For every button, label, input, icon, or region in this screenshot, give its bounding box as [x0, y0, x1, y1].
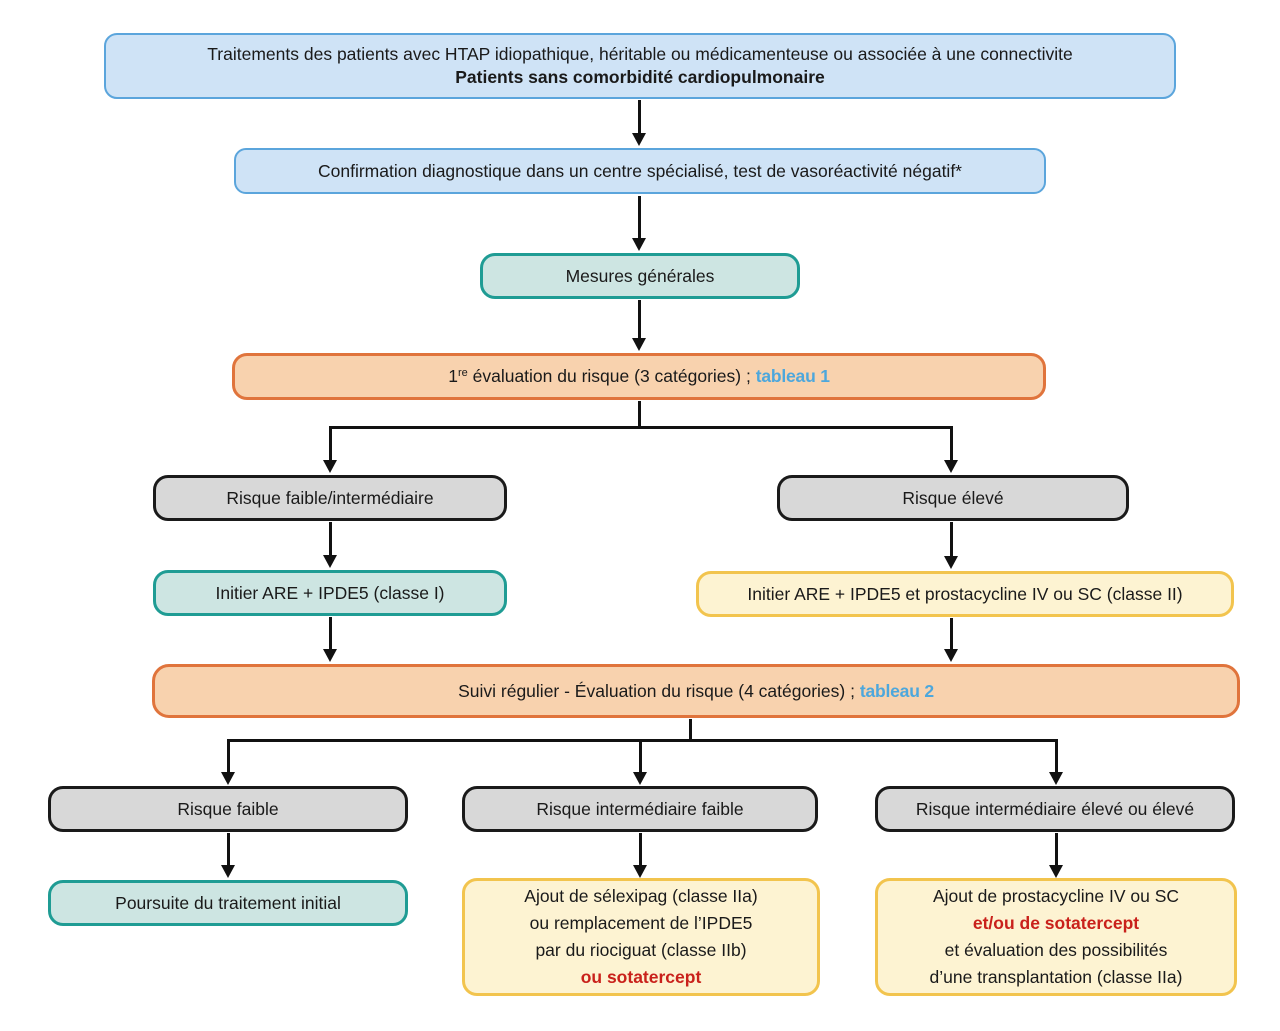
initiate-low-text: Initier ARE + IPDE5 (classe I)	[215, 582, 445, 603]
first-assessment-num: 1	[448, 366, 458, 386]
title-line1: Traitements des patients avec HTAP idiop…	[207, 44, 1073, 64]
risk-intermediate-low-text: Risque intermédiaire faible	[536, 798, 744, 819]
title-line2: Patients sans comorbidité cardiopulmonai…	[455, 67, 825, 87]
box-initiate-high: Initier ARE + IPDE5 et prostacycline IV …	[696, 571, 1234, 617]
add-prostacyclin-line: Ajout de prostacycline IV ou SC	[932, 886, 1180, 906]
arrow-line	[329, 426, 332, 460]
box-risk-low: Risque faible	[48, 786, 408, 832]
arrow-head-icon	[323, 460, 337, 473]
arrow-head-icon	[1049, 772, 1063, 785]
arrow-line	[950, 618, 953, 649]
arrow-head-icon	[944, 556, 958, 569]
box-risk-intermediate-high: Risque intermédiaire élevé ou élevé	[875, 786, 1235, 832]
arrow-line	[639, 833, 642, 865]
arrow-head-icon	[944, 649, 958, 662]
risk-low-intermediate-text: Risque faible/intermédiaire	[226, 487, 434, 508]
arrow-line	[329, 617, 332, 649]
arrow-head-icon	[221, 772, 235, 785]
confirmation-text: Confirmation diagnostique dans un centre…	[318, 160, 962, 181]
arrow-line	[1055, 739, 1058, 772]
arrow-line	[639, 739, 642, 772]
add-prostacyclin-line: d’une transplantation (classe IIa)	[929, 967, 1183, 987]
follow-up-text: Suivi régulier - Évaluation du risque (4…	[458, 680, 934, 703]
branch-horizontal-line	[227, 739, 1058, 742]
arrow-line	[638, 196, 641, 238]
box-title: Traitements des patients avec HTAP idiop…	[104, 33, 1176, 99]
arrow-head-icon	[221, 865, 235, 878]
first-assessment-body: évaluation du risque (3 catégories) ;	[467, 366, 756, 386]
arrow-head-icon	[1049, 865, 1063, 878]
box-add-prostacyclin: Ajout de prostacycline IV ou SC et/ou de…	[875, 878, 1237, 996]
risk-high-text: Risque élevé	[902, 487, 1004, 508]
risk-low-text: Risque faible	[177, 798, 279, 819]
add-selexipag-line: par du riociguat (classe IIb)	[535, 940, 747, 960]
arrow-line	[227, 739, 230, 772]
box-follow-up: Suivi régulier - Évaluation du risque (4…	[152, 664, 1240, 718]
arrow-head-icon	[323, 555, 337, 568]
add-prostacyclin-line: et évaluation des possibilités	[944, 940, 1168, 960]
arrow-head-icon	[633, 772, 647, 785]
arrow-head-icon	[632, 133, 646, 146]
add-selexipag-line-sotatercept: ou sotatercept	[580, 967, 702, 987]
box-risk-intermediate-low: Risque intermédiaire faible	[462, 786, 818, 832]
arrow-head-icon	[632, 338, 646, 351]
tableau-1-link[interactable]: tableau 1	[755, 366, 830, 386]
arrow-line	[638, 300, 641, 338]
initiate-high-text: Initier ARE + IPDE5 et prostacycline IV …	[747, 583, 1183, 604]
first-assessment-text: 1re évaluation du risque (3 catégories) …	[448, 365, 830, 388]
general-measures-text: Mesures générales	[565, 265, 715, 286]
arrow-line	[1055, 833, 1058, 865]
tableau-2-link[interactable]: tableau 2	[859, 680, 934, 701]
box-general-measures: Mesures générales	[480, 253, 800, 299]
follow-up-body: Suivi régulier - Évaluation du risque (4…	[458, 680, 860, 701]
add-selexipag-line: ou remplacement de l’IPDE5	[529, 913, 753, 933]
box-risk-low-intermediate: Risque faible/intermédiaire	[153, 475, 507, 521]
branch-stem-line	[689, 719, 692, 742]
arrow-line	[950, 426, 953, 460]
branch-stem-line	[638, 401, 641, 428]
box-continue-treatment: Poursuite du traitement initial	[48, 880, 408, 926]
first-assessment-sup: re	[457, 367, 468, 379]
arrow-line	[638, 100, 641, 134]
box-risk-high: Risque élevé	[777, 475, 1129, 521]
branch-horizontal-line	[329, 426, 953, 429]
arrow-head-icon	[633, 865, 647, 878]
arrow-line	[227, 833, 230, 865]
arrow-line	[329, 522, 332, 555]
box-first-assessment: 1re évaluation du risque (3 catégories) …	[232, 353, 1046, 400]
box-confirmation: Confirmation diagnostique dans un centre…	[234, 148, 1046, 194]
box-initiate-low: Initier ARE + IPDE5 (classe I)	[153, 570, 507, 616]
arrow-line	[950, 522, 953, 556]
arrow-head-icon	[944, 460, 958, 473]
continue-treatment-text: Poursuite du traitement initial	[115, 892, 341, 913]
arrow-head-icon	[632, 238, 646, 251]
add-selexipag-line: Ajout de sélexipag (classe IIa)	[524, 886, 758, 906]
add-prostacyclin-line-sotatercept: et/ou de sotatercept	[972, 913, 1140, 933]
arrow-head-icon	[323, 649, 337, 662]
risk-intermediate-high-text: Risque intermédiaire élevé ou élevé	[915, 798, 1195, 819]
box-add-selexipag: Ajout de sélexipag (classe IIa) ou rempl…	[462, 878, 820, 996]
